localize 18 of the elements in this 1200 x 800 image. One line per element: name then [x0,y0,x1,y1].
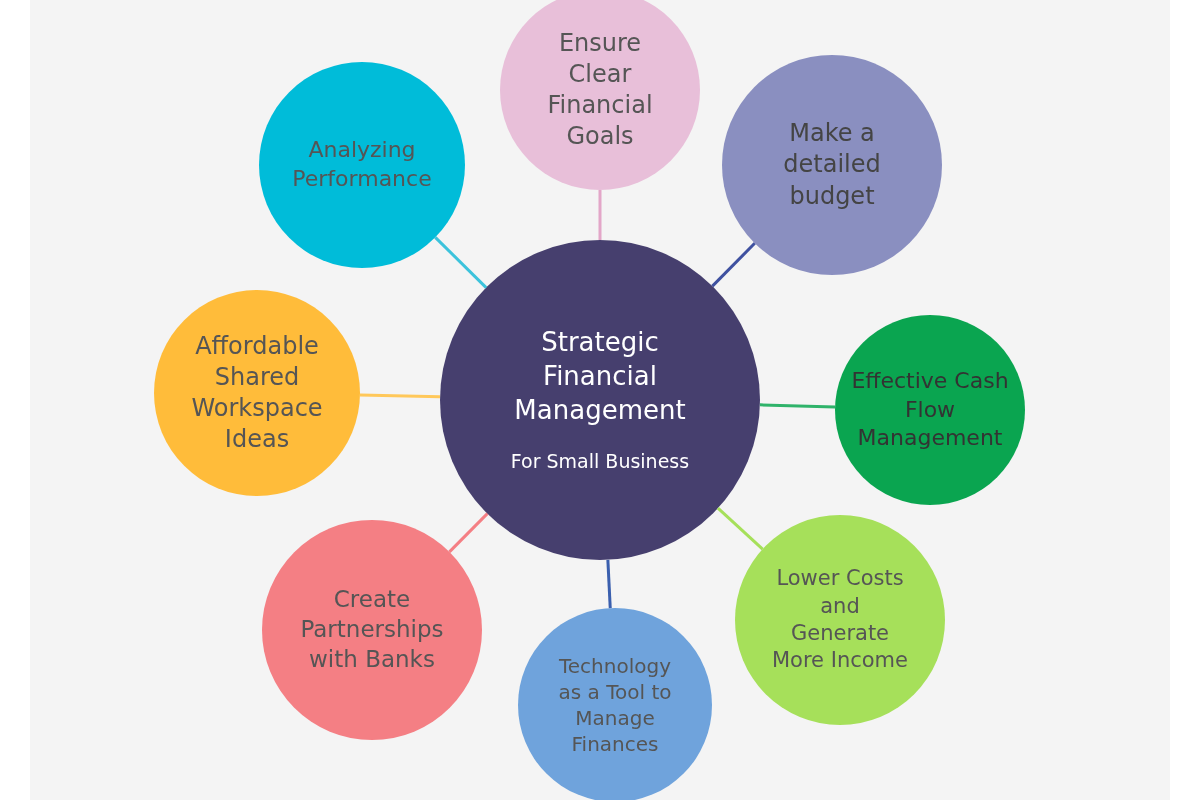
topic-label: Create Partnerships with Banks [299,585,445,674]
topic-label: Strategic Financial Management [513,325,687,427]
connector-line [711,242,756,288]
topic-label: Affordable Shared Workspace Ideas [190,330,324,456]
topic-label: Technology as a Tool to Manage Finances [557,653,673,757]
connector-line [598,190,602,240]
topic-label: Make a detailed budget [782,118,882,212]
connector-line [759,403,836,409]
connector-line [434,236,488,289]
topic-label: Effective Cash Flow Management [850,367,1010,453]
connector-line [606,559,612,609]
connector-line [448,512,489,553]
topic-label: Analyzing Performance [291,136,433,193]
connector-line [359,393,441,399]
subtitle: For Small Business [509,449,691,475]
connector-line [716,507,764,551]
topic-label: Lower Costs and Generate More Income [771,565,909,675]
topic-label: Ensure Clear Financial Goals [546,27,654,153]
